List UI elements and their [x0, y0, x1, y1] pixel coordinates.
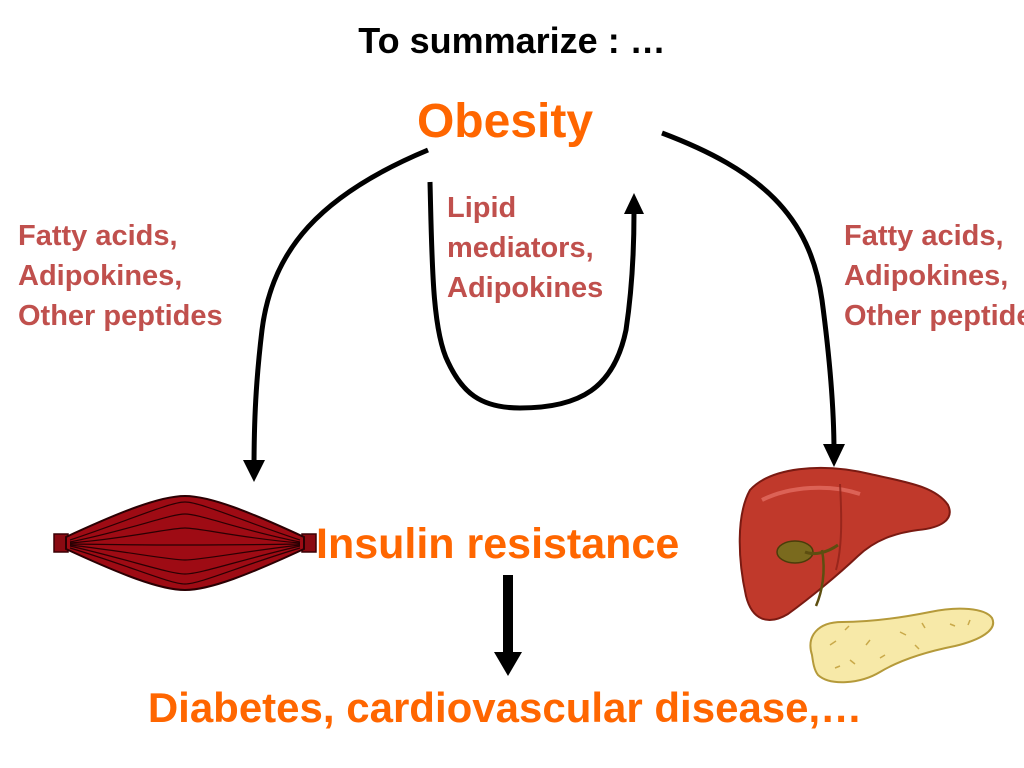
mediator-center-line-3: Adipokines	[447, 272, 604, 304]
node-obesity: Obesity	[416, 95, 594, 148]
mediators-right: Fatty acids, Adipokines, Other peptides	[844, 216, 1024, 336]
mediator-right-line-1: Fatty acids,	[844, 220, 1004, 252]
mediators-center: Lipid mediators, Adipokines	[447, 188, 603, 308]
mediators-left: Fatty acids, Adipokines, Other peptides	[18, 216, 223, 336]
pancreas-illustration	[809, 607, 995, 684]
arrowhead-muscle	[243, 460, 265, 482]
mediator-left-line-1: Fatty acids,	[18, 220, 178, 252]
slide-title: To summarize : …	[358, 20, 666, 61]
mediator-left-line-3: Other peptides	[18, 300, 223, 332]
mediator-left-line-2: Adipokines,	[18, 260, 183, 292]
mediator-right-line-2: Adipokines,	[844, 260, 1009, 292]
arrowhead-liver	[823, 444, 845, 467]
arrowhead-disease	[494, 652, 522, 676]
arrowhead-loop	[624, 193, 644, 214]
arrow-obesity-to-liver	[661, 130, 837, 453]
node-outcome-diseases: Diabetes, cardiovascular disease,…	[147, 684, 863, 731]
arrow-obesity-loop	[427, 181, 637, 411]
arrow-obesity-to-muscle	[251, 147, 429, 471]
muscle-illustration	[53, 494, 317, 592]
mediator-center-line-1: Lipid	[447, 192, 517, 224]
node-insulin-resistance: Insulin resistance	[316, 520, 680, 568]
liver-illustration	[738, 466, 951, 621]
mediator-right-line-3: Other peptides	[844, 300, 1024, 332]
arrow-insulin-to-disease-shaft	[503, 575, 513, 653]
mediator-center-line-2: mediators,	[447, 232, 594, 264]
